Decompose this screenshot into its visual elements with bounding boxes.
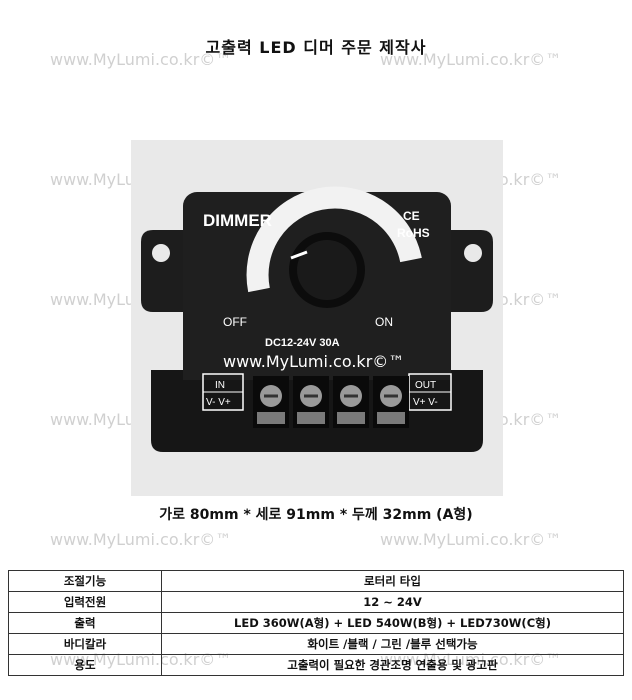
table-row: 조절기능 로터리 타입 — [8, 570, 624, 592]
label-rating: DC12-24V 30A — [265, 337, 340, 349]
spec-value: LED 360W(A형) + LED 540W(B형) + LED730W(C형… — [161, 612, 624, 634]
label-ce: CE — [403, 209, 420, 223]
spec-value: 화이트 /블랙 / 그린 /블루 선택가능 — [161, 633, 624, 655]
spec-table: 조절기능 로터리 타입 입력전원 12 ~ 24V 출력 LED 360W(A형… — [8, 570, 624, 676]
product-dimensions: 가로 80mm * 세로 91mm * 두께 32mm (A형) — [159, 507, 473, 523]
spec-value: 12 ~ 24V — [161, 591, 624, 613]
right-mounting-flange — [445, 230, 493, 312]
terminal-block — [253, 376, 289, 428]
label-on: ON — [375, 315, 393, 329]
watermark: www.MyLumi.co.kr©™ — [380, 530, 562, 549]
terminal-block — [293, 376, 329, 428]
spec-key: 조절기능 — [8, 570, 162, 592]
spec-key: 바디칼라 — [8, 633, 162, 655]
label-off: OFF — [223, 315, 247, 329]
page-title: 고출력 LED 디머 주문 제작사 — [205, 38, 427, 57]
table-row: 출력 LED 360W(A형) + LED 540W(B형) + LED730W… — [8, 612, 624, 634]
table-row: 용도 고출력이 필요한 경관조명 연출용 및 광고판 — [8, 654, 624, 676]
spec-value: 로터리 타입 — [161, 570, 624, 592]
watermark: www.MyLumi.co.kr©™ — [380, 50, 562, 69]
table-row: 입력전원 12 ~ 24V — [8, 591, 624, 613]
watermark: www.MyLumi.co.kr©™ — [50, 530, 232, 549]
label-out-terminals: V+ V- — [413, 397, 438, 408]
label-out: OUT — [415, 380, 436, 391]
label-dimmer: DIMMER — [203, 211, 272, 230]
image-watermark: www.MyLumi.co.kr©™ — [223, 352, 404, 371]
table-row: 바디칼라 화이트 /블랙 / 그린 /블루 선택가능 — [8, 633, 624, 655]
left-mounting-flange — [141, 230, 189, 312]
label-in: IN — [215, 380, 225, 391]
product-image: DIMMER CE RoHS OFF ON DC12-24V 30A www.M… — [131, 140, 503, 496]
spec-key: 용도 — [8, 654, 162, 676]
spec-key: 출력 — [8, 612, 162, 634]
label-in-terminals: V- V+ — [206, 397, 231, 408]
watermark: www.MyLumi.co.kr©™ — [50, 50, 232, 69]
terminal-block — [373, 376, 409, 428]
spec-value: 고출력이 필요한 경관조명 연출용 및 광고판 — [161, 654, 624, 676]
label-rohs: RoHS — [397, 226, 430, 240]
spec-key: 입력전원 — [8, 591, 162, 613]
terminal-block — [333, 376, 369, 428]
